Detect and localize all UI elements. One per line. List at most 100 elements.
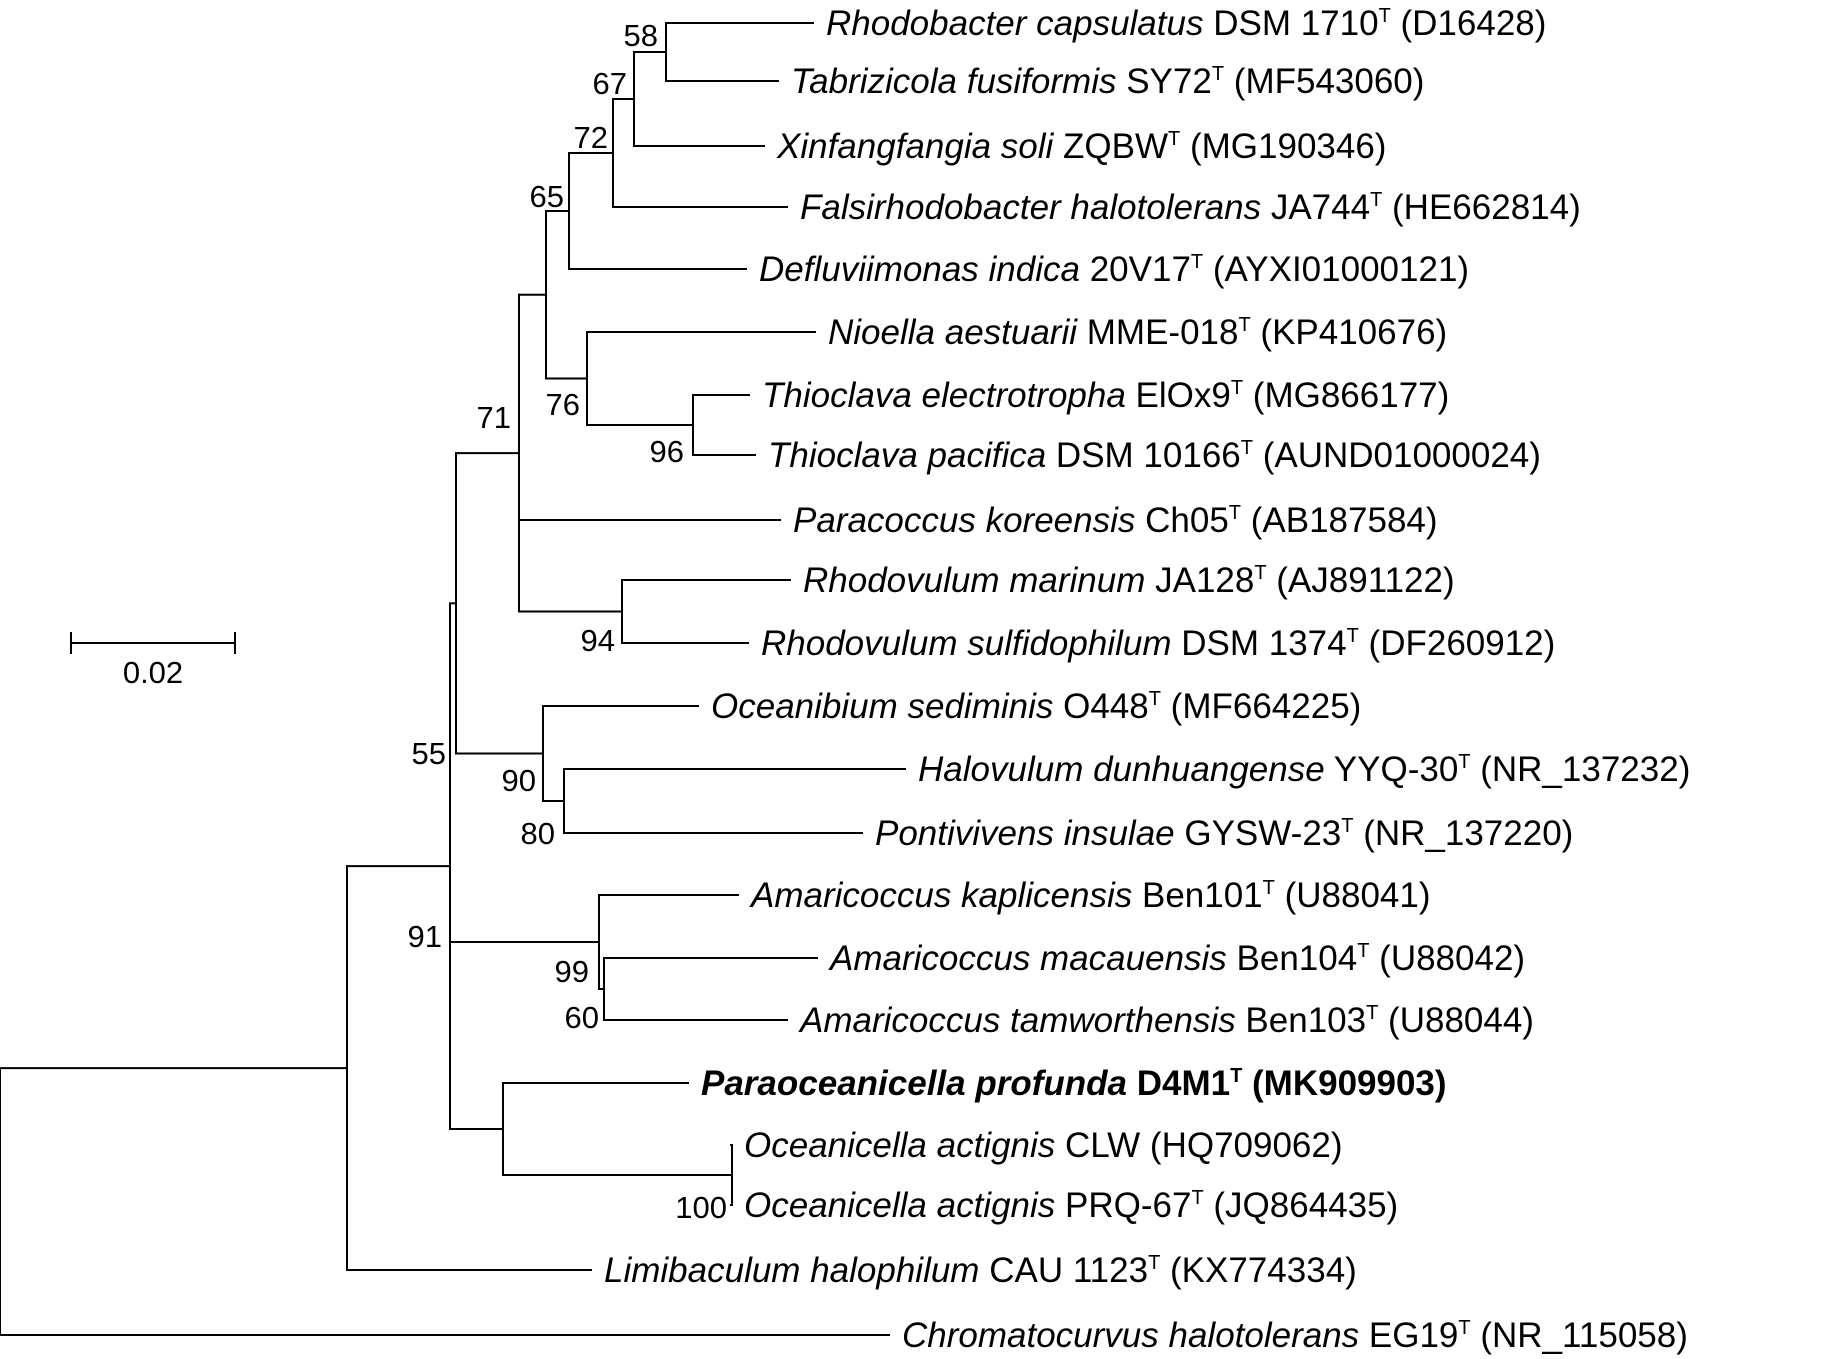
taxon-species-name: Oceanibium sediminis: [711, 687, 1053, 726]
taxon-species-name: Tabrizicola fusiformis: [791, 62, 1116, 101]
taxon-strain: PRQ-67: [1055, 1186, 1191, 1225]
taxon-strain: YYQ-30: [1325, 750, 1459, 789]
taxon-species-name: Oceanicella actignis: [744, 1186, 1055, 1225]
taxon-strain: Ben101: [1132, 876, 1262, 915]
type-strain-mark: T: [1230, 1065, 1242, 1087]
taxon-label: Chromatocurvus halotolerans EG19T (NR_11…: [902, 1316, 1688, 1355]
taxon-label: Tabrizicola fusiformis SY72T (MF543060): [791, 62, 1424, 101]
taxon-label: Amaricoccus tamworthensis Ben103T (U8804…: [798, 1001, 1534, 1040]
taxon-species-name: Amaricoccus macauensis: [828, 939, 1227, 978]
type-strain-mark: T: [1168, 128, 1180, 150]
taxon-strain: SY72: [1116, 62, 1211, 101]
taxon-species-name: Falsirhodobacter halotolerans: [800, 188, 1261, 227]
scale-bar: 0.02: [70, 632, 236, 690]
taxon-accession: (NR_137220): [1353, 814, 1573, 853]
taxon-strain: Ch05: [1135, 501, 1228, 540]
type-strain-mark: T: [1458, 1317, 1470, 1339]
taxon-strain: DSM 1710: [1203, 4, 1378, 43]
taxon-label: Thioclava electrotropha ElOx9T (MG866177…: [762, 376, 1449, 415]
bootstrap-value: 65: [530, 179, 564, 214]
taxon-strain: ZQBW: [1053, 127, 1168, 166]
bootstrap-value: 94: [581, 623, 615, 658]
type-strain-mark: T: [1458, 751, 1470, 773]
type-strain-mark: T: [1148, 1252, 1160, 1274]
taxon-species-name: Rhodobacter capsulatus: [826, 4, 1203, 43]
taxon-label: Rhodovulum sulfidophilum DSM 1374T (DF26…: [761, 624, 1555, 663]
type-strain-mark: T: [1379, 5, 1391, 27]
bootstrap-value: 60: [565, 1000, 599, 1035]
taxon-accession: (MF664225): [1161, 687, 1361, 726]
bootstrap-value: 67: [593, 66, 627, 101]
type-strain-mark: T: [1191, 1187, 1203, 1209]
taxon-label: Thioclava pacifica DSM 10166T (AUND01000…: [768, 436, 1541, 475]
bootstrap-value: 72: [574, 120, 608, 155]
taxon-label: Halovulum dunhuangense YYQ-30T (NR_13723…: [918, 750, 1690, 789]
scale-bar-label: 0.02: [123, 655, 183, 690]
type-strain-mark: T: [1238, 314, 1250, 336]
taxon-species-name: Oceanicella actignis: [744, 1126, 1055, 1165]
taxon-strain: Ben103: [1236, 1001, 1366, 1040]
type-strain-mark: T: [1254, 562, 1266, 584]
type-strain-mark: T: [1229, 502, 1241, 524]
type-strain-mark: T: [1149, 688, 1161, 710]
taxon-species-name: Paraoceanicella profunda: [701, 1064, 1127, 1103]
taxon-strain: GYSW-23: [1175, 814, 1342, 853]
taxon-accession: (MG866177): [1243, 376, 1449, 415]
type-strain-mark: T: [1357, 940, 1369, 962]
taxon-strain: CAU 1123: [979, 1251, 1148, 1290]
taxon-accession: (MK909903): [1242, 1064, 1446, 1103]
bootstrap-value: 91: [408, 919, 442, 954]
taxon-accession: (MG190346): [1180, 127, 1386, 166]
taxon-strain: ElOx9: [1126, 376, 1231, 415]
taxon-species-name: Thioclava pacifica: [768, 436, 1046, 475]
taxon-accession: (U88042): [1369, 939, 1525, 978]
type-strain-mark: T: [1212, 63, 1224, 85]
taxon-strain: DSM 1374: [1172, 624, 1347, 663]
type-strain-mark: T: [1191, 251, 1203, 273]
taxon-species-name: Thioclava electrotropha: [762, 376, 1126, 415]
taxon-accession: (AUND01000024): [1253, 436, 1541, 475]
taxon-strain: CLW: [1055, 1126, 1140, 1165]
taxon-species-name: Limibaculum halophilum: [604, 1251, 979, 1290]
taxon-label: Oceanicella actignis CLW (HQ709062): [744, 1126, 1343, 1165]
bootstrap-value: 90: [502, 763, 536, 798]
taxon-accession: (MF543060): [1224, 62, 1424, 101]
taxon-accession: (NR_115058): [1471, 1316, 1688, 1355]
bootstrap-value: 96: [650, 434, 684, 469]
bootstrap-value: 76: [546, 387, 580, 422]
taxon-accession: (D16428): [1391, 4, 1547, 43]
type-strain-mark: T: [1370, 189, 1382, 211]
bootstrap-value: 99: [555, 954, 589, 989]
type-strain-mark: T: [1241, 437, 1253, 459]
taxon-strain: MME-018: [1077, 313, 1238, 352]
taxon-accession: (HQ709062): [1140, 1126, 1342, 1165]
taxon-accession: (NR_137232): [1471, 750, 1691, 789]
taxon-species-name: Defluviimonas indica: [759, 250, 1080, 289]
taxon-accession: (U88041): [1275, 876, 1431, 915]
bootstrap-value: 100: [675, 1190, 727, 1225]
bootstrap-value: 71: [477, 400, 511, 435]
taxon-label: Defluviimonas indica 20V17T (AYXI0100012…: [759, 250, 1469, 289]
taxon-label: Amaricoccus macauensis Ben104T (U88042): [828, 939, 1525, 978]
taxon-strain: D4M1: [1127, 1064, 1230, 1103]
taxon-strain: DSM 10166: [1046, 436, 1241, 475]
taxon-label: Falsirhodobacter halotolerans JA744T (HE…: [800, 188, 1581, 227]
taxon-strain: Ben104: [1227, 939, 1357, 978]
taxon-label: Pontivivens insulae GYSW-23T (NR_137220): [875, 814, 1573, 853]
taxon-species-name: Halovulum dunhuangense: [918, 750, 1325, 789]
taxon-accession: (DF260912): [1359, 624, 1555, 663]
taxon-strain: O448: [1053, 687, 1148, 726]
taxon-species-name: Rhodovulum sulfidophilum: [761, 624, 1172, 663]
taxon-label: Paracoccus koreensis Ch05T (AB187584): [793, 501, 1438, 540]
taxon-label: Paraoceanicella profunda D4M1T (MK909903…: [701, 1064, 1447, 1103]
taxon-accession: (KP410676): [1251, 313, 1448, 352]
taxon-accession: (AB187584): [1241, 501, 1438, 540]
taxon-strain: EG19: [1359, 1316, 1458, 1355]
taxon-species-name: Chromatocurvus halotolerans: [902, 1316, 1359, 1355]
taxon-species-name: Xinfangfangia soli: [776, 127, 1055, 166]
taxon-species-name: Paracoccus koreensis: [793, 501, 1135, 540]
taxon-species-name: Nioella aestuarii: [828, 313, 1078, 352]
tree-branches: [0, 22, 906, 1336]
